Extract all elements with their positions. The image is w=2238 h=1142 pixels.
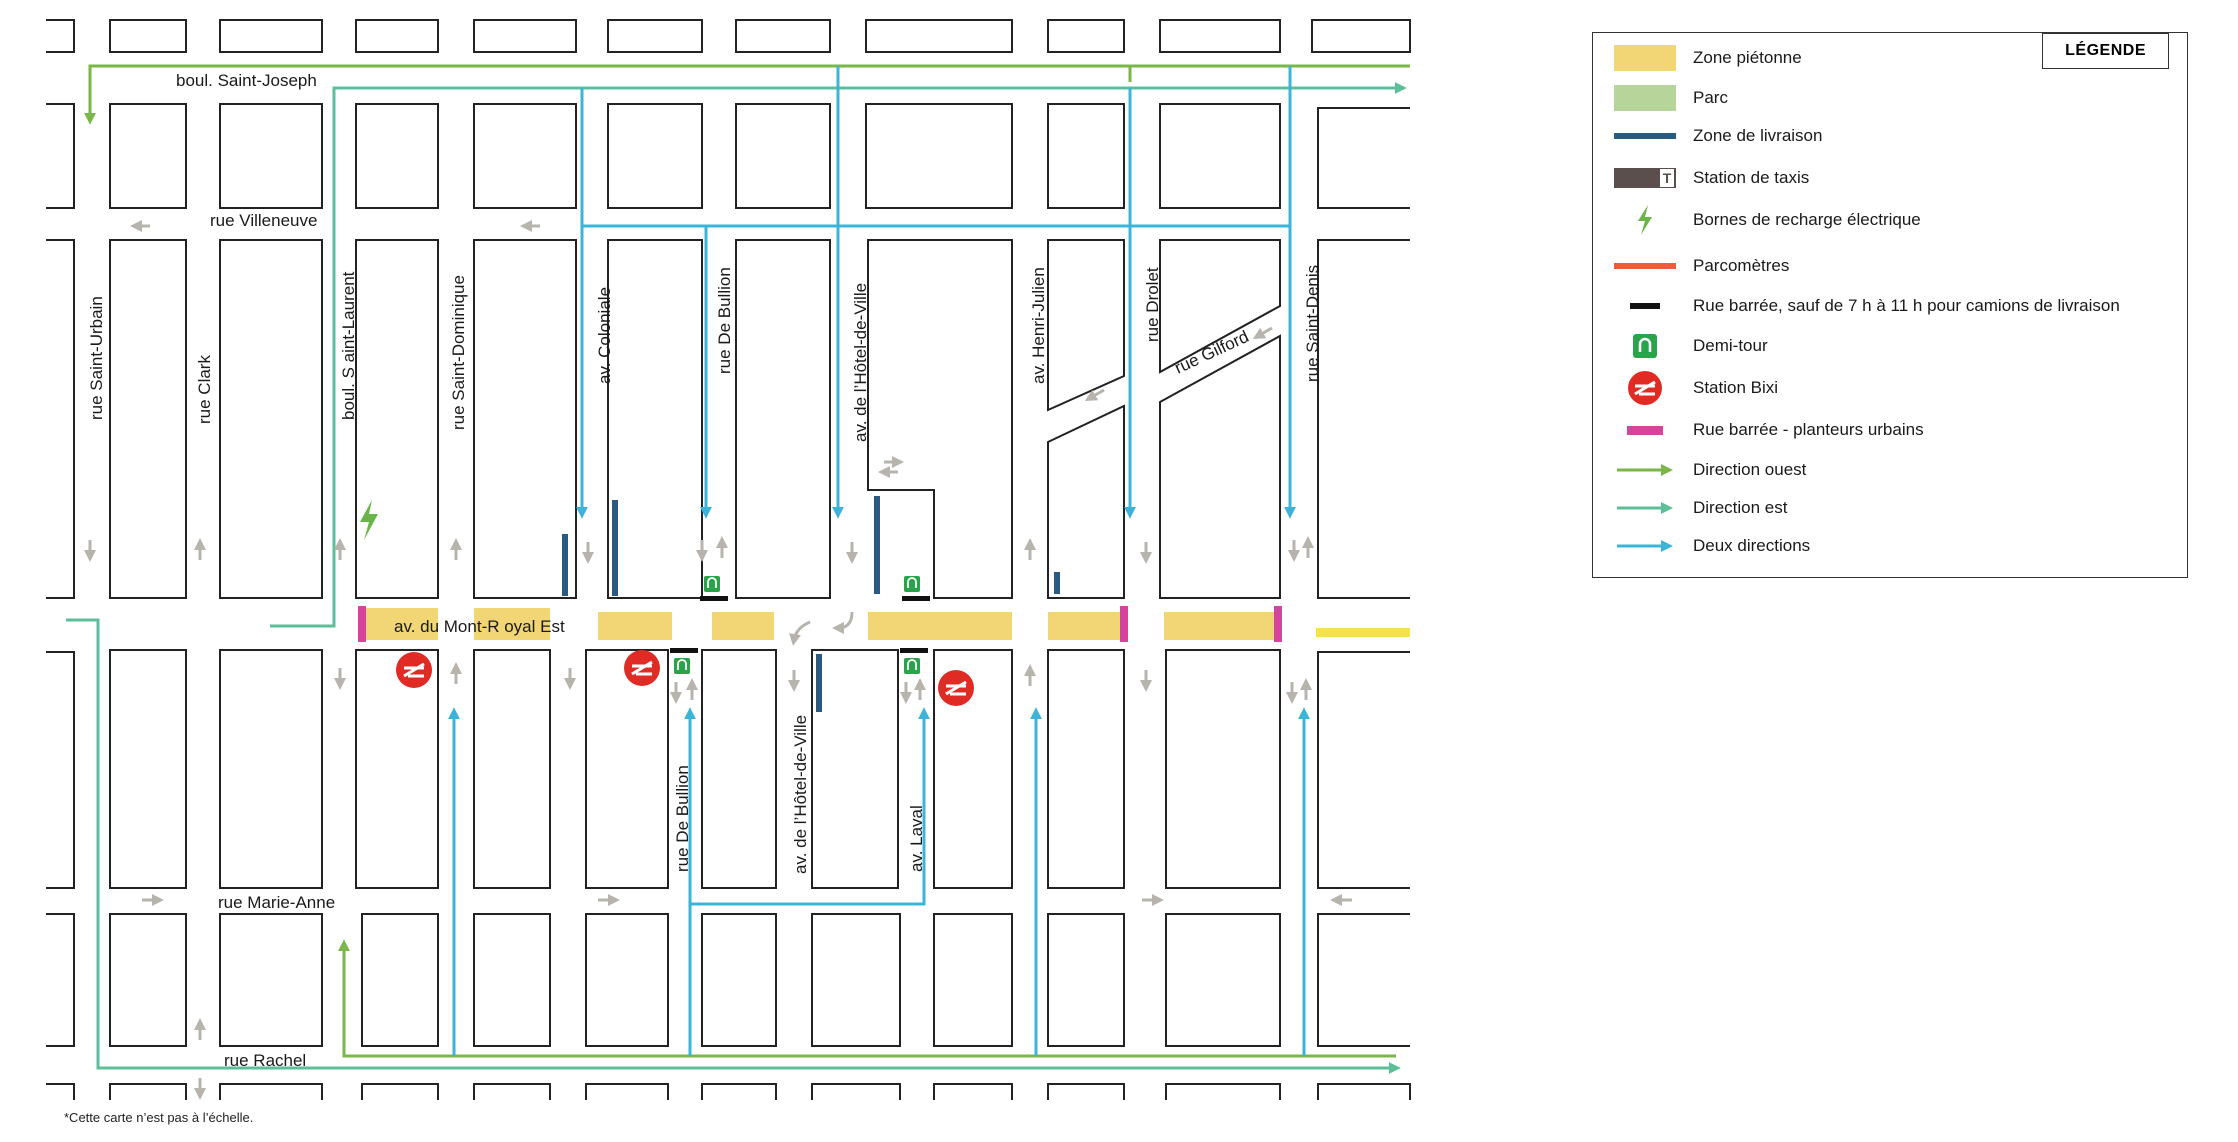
parking-meter-line: [1614, 263, 1676, 269]
legend-title: LÉGENDE: [2042, 33, 2169, 69]
ev-charging-icon: [360, 500, 378, 540]
map-legend: LÉGENDE Zone piétonne Parc Zone de livra…: [1592, 32, 2188, 578]
legend-item-u-turn: Demi-tour: [1613, 331, 1768, 361]
label-hotel-de-ville-north: av. de l’Hôtel-de-Ville: [851, 283, 870, 442]
yellow-line: [1316, 628, 1410, 637]
label-saint-dominique: rue Saint-Dominique: [449, 275, 468, 430]
legend-item-ev: Bornes de recharge électrique: [1613, 205, 1921, 235]
label-marie-anne: rue Marie-Anne: [218, 893, 335, 912]
footnote: *Cette carte n’est pas à l’échelle.: [64, 1110, 254, 1125]
street-labels: boul. Saint-Joseph rue Villeneuve rue Ma…: [87, 71, 1322, 1070]
label-henri-julien: av. Henri-Julien: [1029, 267, 1048, 384]
closed-street-bars: [670, 596, 930, 653]
delivery-zone-line: [1614, 133, 1676, 139]
legend-item-planters: Rue barrée - planteurs urbains: [1613, 415, 1924, 445]
west-arrow-icon: [1617, 464, 1673, 476]
label-saint-joseph: boul. Saint-Joseph: [176, 71, 317, 90]
two-way-routes: [448, 66, 1310, 1056]
label-saint-denis: rue Saint-Denis: [1303, 265, 1322, 382]
park-swatch: [1614, 85, 1676, 111]
east-arrow-icon: [1617, 502, 1673, 514]
label-villeneuve: rue Villeneuve: [210, 211, 317, 230]
label-gilford: rue Gilford: [1172, 327, 1252, 378]
legend-item-bixi: Station Bixi: [1613, 371, 1778, 405]
traffic-arrows: [84, 220, 1352, 1100]
planter-closures: [358, 606, 1282, 642]
legend-item-delivery: Zone de livraison: [1613, 121, 1822, 151]
label-hotel-de-ville-south: av. de l’Hôtel-de-Ville: [791, 715, 810, 874]
pedestrian-zones: [362, 608, 1278, 640]
east-routes: [66, 82, 1407, 1074]
ev-charging-icon: [1638, 205, 1652, 235]
planters-closure-line: [1627, 425, 1663, 435]
label-saint-urbain: rue Saint-Urbain: [87, 296, 106, 420]
legend-item-west: Direction ouest: [1613, 455, 1806, 485]
legend-item-pedestrian: Zone piétonne: [1613, 43, 1802, 73]
legend-item-taxi: T Station de taxis: [1613, 163, 1809, 193]
pedestrian-zone-swatch: [1614, 45, 1676, 71]
legend-item-parking-meter: Parcomètres: [1613, 251, 1789, 281]
city-blocks: [46, 19, 1411, 1100]
closed-street-line: [1630, 303, 1660, 309]
label-de-bullion-north: rue De Bullion: [715, 267, 734, 374]
label-saint-laurent: boul. S aint-Laurent: [339, 271, 358, 420]
two-way-arrow-icon: [1617, 540, 1673, 552]
delivery-zones: [562, 496, 1060, 712]
label-rachel: rue Rachel: [224, 1051, 306, 1070]
label-coloniale: av. Coloniale: [595, 287, 614, 384]
label-laval: av. Laval: [907, 805, 926, 872]
u-turn-icon: [1633, 334, 1657, 358]
legend-item-two-way: Deux directions: [1613, 531, 1810, 561]
label-mont-royal: av. du Mont-R oyal Est: [394, 617, 565, 636]
legend-item-closed-street: Rue barrée, sauf de 7 h à 11 h pour cami…: [1613, 291, 2120, 321]
label-clark: rue Clark: [195, 355, 214, 424]
label-de-bullion-south: rue De Bullion: [673, 765, 692, 872]
taxi-station-icon: T: [1614, 168, 1676, 188]
u-turn-icon: [674, 576, 920, 674]
legend-item-east: Direction est: [1613, 493, 1787, 523]
legend-item-park: Parc: [1613, 83, 1728, 113]
street-map: boul. Saint-Joseph rue Villeneuve rue Ma…: [46, 19, 1411, 1100]
bixi-station-icon: [1628, 371, 1662, 405]
bixi-station-icon: [396, 650, 974, 706]
label-drolet: rue Drolet: [1143, 267, 1162, 342]
